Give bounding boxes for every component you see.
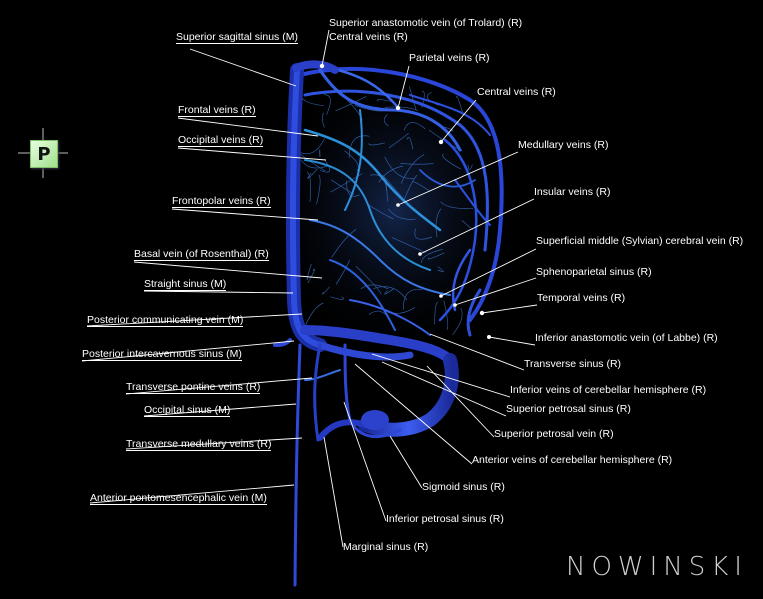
label-anterior-veins-cerebellar: Anterior veins of cerebellar hemisphere … [472,454,673,466]
leader-lines [81,29,538,548]
brand-logo: NOWINSKI [566,552,748,582]
label-sigmoid-sinus: Sigmoid sinus (R) [422,481,505,493]
label-inferior-petrosal-sinus: Inferior petrosal sinus (R) [386,513,504,525]
orientation-indicator: P [18,128,68,178]
label-superior-sagittal-sinus: Superior sagittal sinus (M) [176,31,298,44]
label-straight-sinus: Straight sinus (M) [144,278,227,291]
label-occipital-sinus: Occipital sinus (M) [144,404,231,417]
label-marginal-sinus: Marginal sinus (R) [343,541,429,553]
label-posterior-communicating-vein: Posterior communicating vein (M) [87,314,244,327]
label-superior-petrosal-sinus: Superior petrosal sinus (R) [506,403,631,415]
label-inferior-veins-cerebellar: Inferior veins of cerebellar hemisphere … [510,384,707,396]
brain-glow [265,60,525,360]
label-transverse-sinus: Transverse sinus (R) [524,358,622,370]
label-frontal-veins: Frontal veins (R) [178,104,256,117]
label-medullary-veins: Medullary veins (R) [518,139,609,151]
label-basal-vein: Basal vein (of Rosenthal) (R) [134,248,269,261]
label-temporal-veins: Temporal veins (R) [537,292,626,304]
label-central-veins-top: Central veins (R) [329,31,408,43]
label-occipital-veins: Occipital veins (R) [178,134,264,147]
leader-dots [319,63,491,339]
view-posterior-badge: P [30,140,58,168]
sigmoid-bulb [361,410,389,430]
label-central-veins-right: Central veins (R) [477,86,556,98]
label-superior-petrosal-vein: Superior petrosal vein (R) [494,428,614,440]
label-superficial-middle-cerebral-vein: Superficial middle (Sylvian) cerebral ve… [536,235,744,247]
label-insular-veins: Insular veins (R) [534,186,611,198]
label-superior-anastomotic-vein: Superior anastomotic vein (of Trolard) (… [329,17,523,29]
label-posterior-intercavernous-sinus: Posterior intercavernous sinus (M) [82,348,242,361]
label-transverse-pontine-veins: Transverse pontine veins (R) [126,381,261,394]
label-parietal-veins: Parietal veins (R) [409,52,490,64]
label-frontopolar-veins: Frontopolar veins (R) [172,195,271,208]
label-transverse-medullary-veins: Transverse medullary veins (R) [126,438,272,451]
label-inferior-anastomotic-vein: Inferior anastomotic vein (of Labbe) (R) [535,332,718,344]
medullary-network [295,86,474,336]
label-anterior-pontomesencephalic-vein: Anterior pontomesencephalic vein (M) [90,492,267,505]
label-sphenoparietal-sinus: Sphenoparietal sinus (R) [536,266,652,278]
